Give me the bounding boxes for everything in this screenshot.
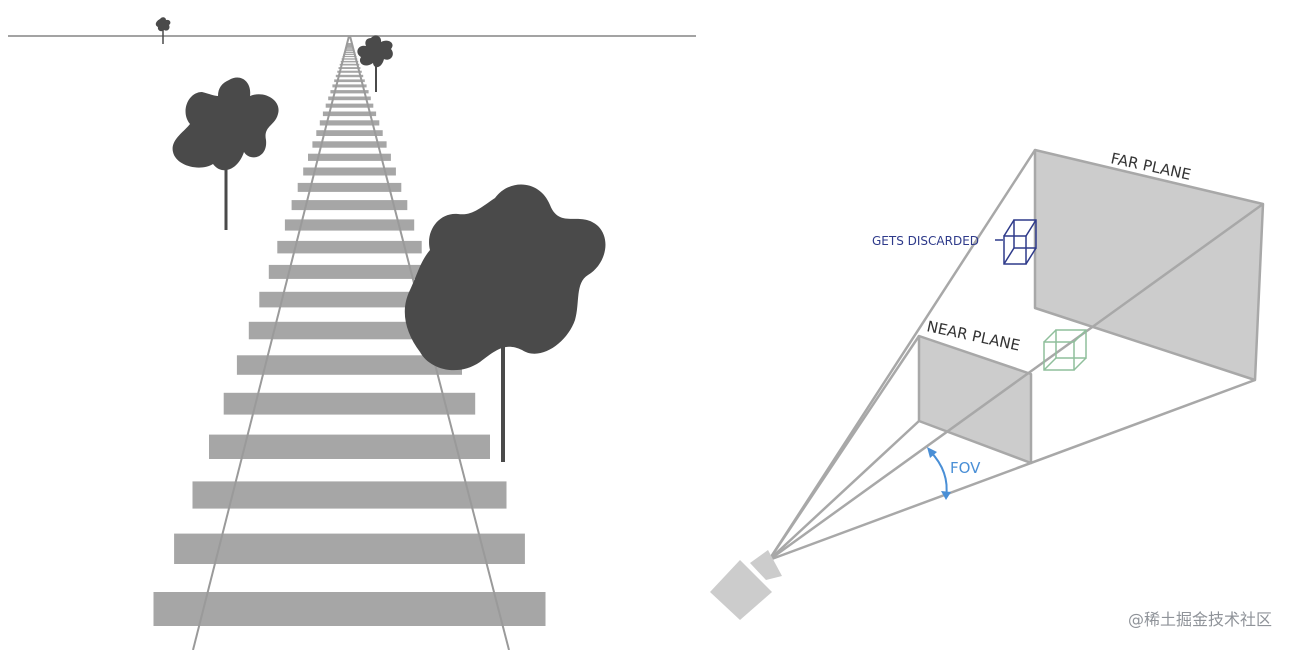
railway-sleeper (223, 392, 476, 415)
railway-sleeper (339, 63, 360, 66)
railway-sleeper (345, 48, 354, 50)
railway-sleeper (284, 219, 415, 231)
railway-sleeper (277, 240, 422, 254)
railway-sleeper (345, 46, 354, 48)
railway-sleeper (268, 264, 431, 279)
railway-sleeper (259, 291, 440, 308)
left-rail (192, 35, 350, 650)
railway-sleeper (153, 592, 546, 626)
railway-sleeper (297, 182, 402, 192)
visible-cube (1043, 329, 1087, 371)
frustum-diagram: FAR PLANE NEAR PLANE GETS DISCARDED FOV (710, 148, 1265, 620)
discarded-label: GETS DISCARDED (872, 234, 979, 248)
railway-sleeper (328, 96, 371, 101)
railway-sleeper (332, 84, 367, 88)
railway-sleeper (312, 141, 387, 148)
railway-sleeper (174, 533, 525, 564)
railway-sleeper (319, 120, 380, 126)
railway-sleeper (342, 55, 357, 58)
railway-sleeper (343, 51, 356, 54)
fov-arc (927, 447, 951, 500)
tree-horizon (357, 35, 393, 92)
railway-sleeper (335, 74, 364, 78)
railway-sleeper (316, 130, 383, 136)
railway-sleeper (192, 481, 507, 509)
railway-sleeper (341, 58, 358, 60)
railway-sleeper (338, 67, 361, 69)
tree-far-small (155, 17, 171, 44)
near-plane (917, 334, 1033, 465)
railway-sleeper (291, 200, 408, 211)
railway-sleeper (334, 79, 365, 83)
railway-sleeper (209, 434, 490, 459)
far-plane (1033, 148, 1265, 382)
railway-sleeper (322, 111, 377, 117)
railway-sleeper (346, 43, 353, 46)
railway-sleeper (343, 53, 356, 55)
railway-sleeper (330, 90, 369, 94)
railway-sleeper (248, 321, 451, 340)
railway-sleeper (340, 60, 359, 63)
railway-sleeper (236, 355, 462, 375)
tree-left (172, 77, 279, 230)
railway-sleeper (344, 50, 355, 52)
railway-sleeper (303, 167, 396, 176)
camera-icon (710, 550, 782, 620)
railway-sleeper (346, 44, 353, 47)
railway-sleeper (308, 153, 391, 161)
railway-sleeper (345, 47, 354, 49)
railway-sleeper (346, 43, 353, 45)
frustum-edges (767, 149, 1264, 562)
fov-label: FOV (950, 459, 981, 477)
railway-perspective-scene (8, 17, 696, 650)
discarded-cube (995, 219, 1037, 265)
watermark-text: @稀土掘金技术社区 (1127, 610, 1272, 629)
railway-sleeper (325, 103, 374, 108)
tree-right-large (404, 184, 606, 462)
railway-sleepers (153, 43, 546, 626)
railway-sleeper (337, 70, 362, 73)
